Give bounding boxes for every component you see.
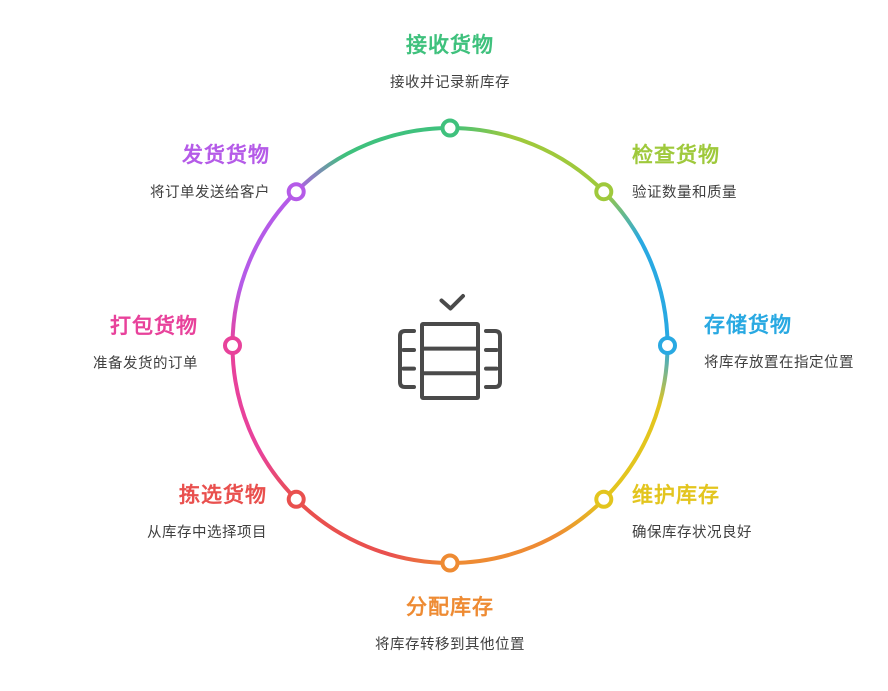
node-title: 打包货物 [110,315,198,338]
arc-segment-bottom-to-bottom-left [294,497,451,565]
node-subtitle: 将订单发送给客户 [150,185,270,201]
arc-segment-top-left-to-top [294,126,451,194]
node-marker-left[interactable] [223,336,242,355]
arc-segment-bottom-right-to-bottom [449,497,606,565]
node-subtitle: 准备发货的订单 [93,356,198,372]
arc-segment-bottom-left-to-left [230,345,298,501]
node-label-store: 存储货物 将库存放置在指定位置 [704,312,854,373]
checkmark-icon [439,294,465,311]
arc-segment-right-to-bottom-right [602,345,670,501]
node-label-ship: 发货货物 将订单发送给客户 [150,142,270,203]
node-marker-right[interactable] [658,336,677,355]
arc-segment-left-to-top-left [230,190,298,346]
node-label-pack: 打包货物 准备发货的订单 [93,313,198,374]
node-subtitle: 接收并记录新库存 [390,75,510,91]
node-label-pick: 拣选货物 从库存中选择项目 [147,482,267,543]
node-title: 发货货物 [182,144,270,167]
node-subtitle: 验证数量和质量 [632,185,737,201]
warehouse-shelf-icon [398,322,502,400]
arc-segment-top-right-to-right [602,190,670,346]
node-label-allocate: 分配库存 将库存转移到其他位置 [250,594,650,655]
node-label-maintain: 维护库存 确保库存状况良好 [632,482,752,543]
node-title: 检查货物 [632,144,720,167]
node-label-receive: 接收货物 接收并记录新库存 [250,32,650,93]
node-title: 拣选货物 [179,484,267,507]
node-marker-bottom[interactable] [440,553,460,573]
node-label-inspect: 检查货物 验证数量和质量 [632,142,737,203]
node-subtitle: 将库存转移到其他位置 [375,637,525,653]
node-marker-top[interactable] [440,118,460,138]
node-subtitle: 确保库存状况良好 [632,525,752,541]
node-marker-bottom-left[interactable] [286,489,306,509]
node-marker-top-right[interactable] [594,182,614,202]
node-title: 分配库存 [406,596,494,619]
node-title: 存储货物 [704,314,792,337]
node-subtitle: 从库存中选择项目 [147,525,267,541]
node-marker-top-left[interactable] [286,182,306,202]
node-marker-bottom-right[interactable] [594,489,614,509]
node-title: 维护库存 [632,484,720,507]
arc-segment-top-to-top-right [449,126,606,194]
node-subtitle: 将库存放置在指定位置 [704,355,854,371]
node-title: 接收货物 [406,34,494,57]
